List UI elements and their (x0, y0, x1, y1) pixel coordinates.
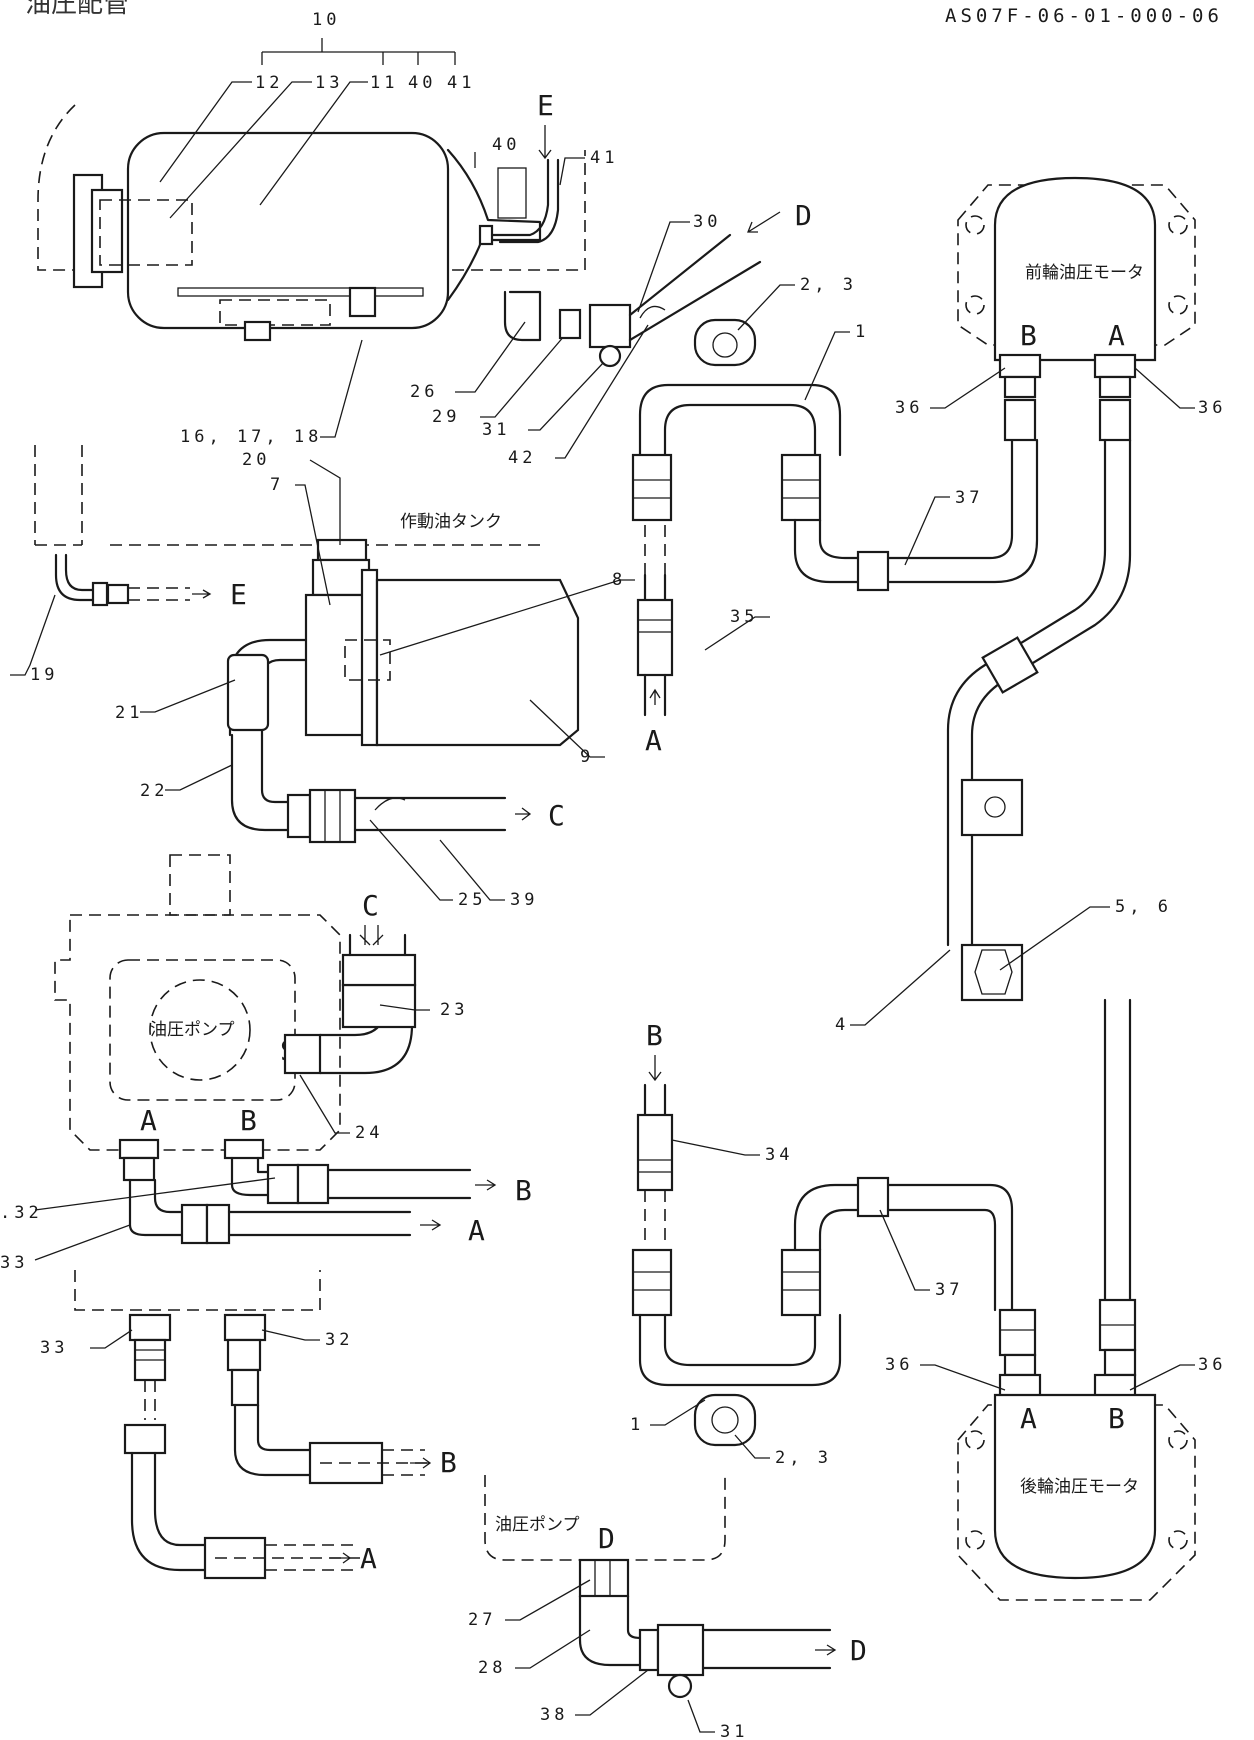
label-40-bracket: 40 (408, 73, 436, 93)
flow-b-out1: B (515, 1174, 532, 1207)
label-26: 26 (410, 382, 438, 402)
flow-b-down: B (646, 1019, 663, 1052)
label-9: 9 (580, 747, 594, 767)
rear-pipe-assembly: B (631, 998, 1137, 1447)
flow-c-out: C (548, 799, 565, 832)
pump-label: 油圧ポンプ (150, 1020, 235, 1040)
label-41-bracket: 41 (447, 73, 475, 93)
label-21: 21 (115, 703, 143, 723)
flow-d-top: D (795, 199, 812, 232)
label-23: 23 (440, 1000, 468, 1020)
label-34: 34 (765, 1145, 793, 1165)
rear-motor: A B 後輪油圧モータ (957, 1393, 1196, 1601)
label-36-rear-b: 36 (1198, 1355, 1226, 1375)
filter-assembly: 作動油タンク E C (34, 445, 580, 844)
rear-motor-port-a: A (1020, 1402, 1037, 1435)
label-33-lower: 33 (40, 1338, 68, 1358)
label-22: 22 (140, 781, 168, 801)
label-37-top: 37 (955, 488, 983, 508)
label-2-3-bottom: 2, 3 (775, 1448, 832, 1468)
drawing-number: AS07F-06-01-000-06 (945, 5, 1223, 27)
label-5-6: 5, 6 (1115, 897, 1172, 917)
label-31: 31 (482, 420, 510, 440)
label-42: 42 (508, 448, 536, 468)
label-40: 40 (492, 135, 520, 155)
flow-d-out: D (850, 1634, 867, 1667)
flow-a-up: A (645, 724, 662, 757)
flow-c-in: C (362, 889, 379, 922)
label-10: 10 (312, 10, 340, 30)
label-2-3-top: 2, 3 (800, 275, 857, 295)
bottom-pump-assembly: 油圧ポンプ D D (484, 1475, 867, 1699)
label-29: 29 (432, 407, 460, 427)
tank-assembly: E (37, 89, 586, 342)
label-37-bottom: 37 (935, 1280, 963, 1300)
hydraulic-pump-assembly: 油圧ポンプ S A B C A B (54, 854, 532, 1247)
oil-tank-label: 作動油タンク (400, 512, 502, 532)
label-13: 13 (315, 73, 343, 93)
label-20: 20 (242, 450, 270, 470)
flow-a-out1: A (468, 1214, 485, 1247)
d-suction-line-top: D (503, 199, 812, 368)
flow-a-out2: A (360, 1542, 377, 1575)
rear-motor-label: 後輪油圧モータ (1020, 1477, 1139, 1497)
label-12: 12 (255, 73, 283, 93)
front-motor-port-b: B (1020, 319, 1037, 352)
label-36-rear-a: 36 (885, 1355, 913, 1375)
label-31-bottom: 31 (720, 1722, 748, 1740)
label-1-bottom: 1 (630, 1415, 644, 1435)
bottom-pump-port-d: D (598, 1522, 615, 1555)
label-7: 7 (270, 475, 284, 495)
front-pipe-assembly: A (631, 318, 1039, 757)
label-38: 38 (540, 1705, 568, 1725)
label-19: 19 (30, 665, 58, 685)
label-35: 35 (730, 607, 758, 627)
label-41: 41 (590, 148, 618, 168)
label-25: 25 (458, 890, 486, 910)
flow-e-top: E (537, 89, 554, 122)
bottom-pump-label: 油圧ポンプ (495, 1515, 580, 1535)
label-36-front-b: 36 (895, 398, 923, 418)
label-27: 27 (468, 1610, 496, 1630)
label-32-lower: 32 (325, 1330, 353, 1350)
front-motor-label: 前輪油圧モータ (1025, 263, 1144, 283)
flow-b-out2: B (440, 1446, 457, 1479)
label-30: 30 (693, 212, 721, 232)
label-8: 8 (612, 570, 626, 590)
label-1-top: 1 (855, 322, 869, 342)
label-33-upper: 33 (0, 1253, 28, 1273)
flow-e-mid: E (230, 578, 247, 611)
label-24: 24 (355, 1123, 383, 1143)
label-28: 28 (478, 1658, 506, 1678)
pump-port-a1: A (140, 1104, 157, 1137)
front-motor-port-a: A (1108, 319, 1125, 352)
front-motor: 前輪油圧モータ B A (957, 176, 1196, 362)
rear-motor-port-b: B (1108, 1402, 1125, 1435)
front-motor-fittings (946, 353, 1137, 1002)
drawing-title: 油圧配管 (25, 0, 129, 19)
label-16-17-18: 16, 17, 18 (180, 427, 322, 447)
pump-port-detail: A B A B (74, 1270, 457, 1580)
pump-port-b1: B (240, 1104, 257, 1137)
label-36-front-a: 36 (1198, 398, 1226, 418)
label-32-upper: .32 (0, 1203, 43, 1223)
label-11: 11 (370, 73, 398, 93)
label-4: 4 (835, 1015, 849, 1035)
label-39: 39 (510, 890, 538, 910)
